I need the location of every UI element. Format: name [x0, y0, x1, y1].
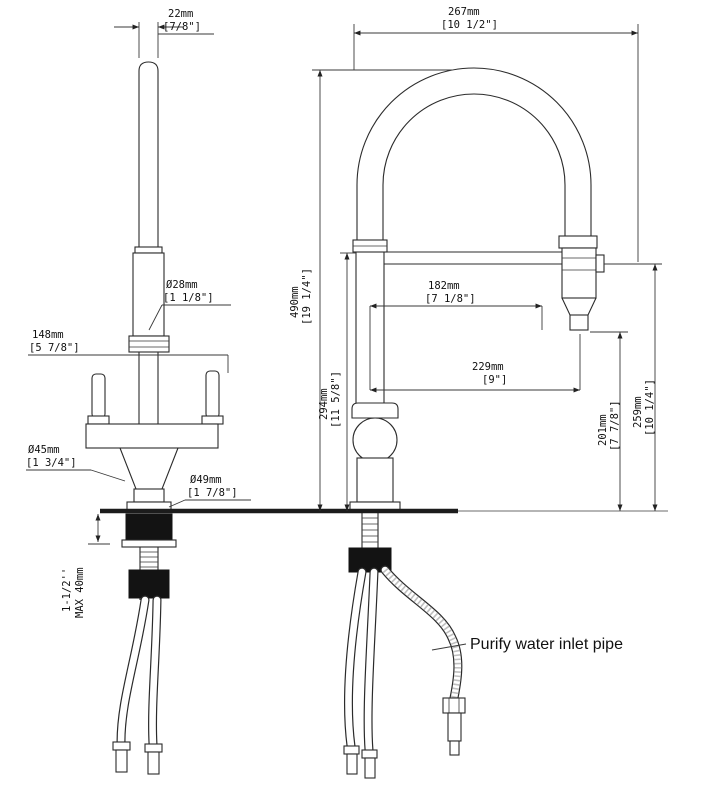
side-pipe-nut [128, 335, 170, 353]
dim-229mm-label: 229mm [472, 361, 504, 373]
dim-22mm-label: 22mm [168, 8, 193, 20]
dim-base-diameter: Ø49mm [1 7/8"] [168, 474, 251, 508]
dim-top-reach: 267mm [10 1/2"] [353, 6, 639, 262]
side-spout-pipe [138, 61, 159, 247]
spout-arm [384, 251, 562, 265]
dim-490mm-label: 490mm [289, 286, 301, 318]
spray-head-taper [561, 297, 597, 316]
dim-45mm-label: Ø45mm [28, 444, 60, 456]
side-body-cone [119, 447, 179, 490]
side-mounting-nut [128, 569, 170, 599]
side-body-base [133, 488, 165, 503]
dim-148mm-inch-label: [5 7/8"] [29, 342, 80, 354]
dim-182mm-label: 182mm [428, 280, 460, 292]
front-hose-left-connector [343, 745, 360, 755]
side-mounting-flange [125, 513, 173, 541]
side-left-lever [91, 373, 106, 419]
purify-water-inlet-pipe-label: Purify water inlet pipe [470, 636, 623, 653]
dim-deck-thickness-inch-label: 1-1/2'' [61, 568, 73, 612]
ball-joint [352, 417, 398, 463]
dim-148mm-label: 148mm [32, 329, 64, 341]
front-handle [351, 402, 399, 419]
dim-head-height: 259mm [10 1/4"] [604, 263, 662, 511]
dim-201mm-inch-label: [7 7/8"] [609, 400, 621, 451]
dim-49mm-label: Ø49mm [190, 474, 222, 486]
purify-water-inlet-pipe [380, 565, 466, 756]
dim-267mm-inch-label: [10 1/2"] [441, 19, 498, 31]
gooseneck-outer [356, 67, 592, 240]
front-hose-middle-connector [361, 749, 378, 759]
side-right-lever-base [201, 415, 224, 425]
side-hose-left-connector [112, 741, 131, 751]
purify-pipe-fitting [442, 697, 466, 714]
dim-overall-height: 490mm [19 1/4"] [289, 69, 452, 511]
dim-outlet-height: 201mm [7 7/8"] [590, 331, 628, 511]
dim-spout-pipe-height: 294mm [11 5/8"] [318, 252, 356, 511]
dim-294mm-label: 294mm [318, 388, 330, 420]
front-view-faucet [343, 67, 605, 779]
side-hose-right-connector [144, 743, 163, 753]
side-right-lever [205, 370, 220, 419]
side-left-lever-base [87, 415, 110, 425]
spray-nozzle [569, 314, 589, 331]
side-washer [121, 539, 177, 548]
dim-229mm-inch-label: [9"] [482, 374, 507, 386]
spray-head-collar [558, 235, 598, 249]
dim-head-offset: 182mm [7 1/8"] [369, 280, 543, 390]
dim-259mm-inch-label: [10 1/4"] [644, 379, 656, 436]
dim-28mm-label: Ø28mm [166, 279, 198, 291]
dim-294mm-inch-label: [11 5/8"] [330, 371, 342, 428]
spray-head-clip [595, 254, 605, 273]
dim-body-diameter: Ø45mm [1 3/4"] [26, 444, 126, 482]
dimension-annotations: 22mm [7/8"] 267mm [10 1/2"] Ø28mm [1 1/8… [26, 6, 662, 653]
purify-callout: Purify water inlet pipe [431, 636, 623, 653]
dim-45mm-inch-label: [1 3/4"] [26, 457, 77, 469]
dim-pipe-diameter: Ø28mm [1 1/8"] [148, 279, 231, 331]
side-body-arm [85, 423, 219, 449]
dim-spout-width: 22mm [7/8"] [114, 8, 214, 58]
front-body [356, 457, 394, 503]
dim-deck-thickness: 1-1/2'' MAX 40mm [61, 514, 110, 618]
dim-28mm-inch-label: [1 1/8"] [163, 292, 214, 304]
spray-head-body [561, 247, 597, 299]
dim-201mm-label: 201mm [597, 414, 609, 446]
purify-leader-line [431, 643, 467, 651]
riser-pipe [355, 252, 385, 403]
dim-22mm-inch-label: [7/8"] [163, 21, 201, 33]
dim-spout-reach: 229mm [9"] [370, 334, 581, 393]
dim-267mm-label: 267mm [448, 6, 480, 18]
dim-259mm-label: 259mm [632, 396, 644, 428]
side-spout-collar [134, 246, 163, 254]
dim-deck-thickness-mm-label: MAX 40mm [74, 567, 86, 618]
dim-182mm-inch-label: [7 1/8"] [425, 293, 476, 305]
dim-49mm-inch-label: [1 7/8"] [187, 487, 238, 499]
gooseneck-inner [382, 93, 566, 252]
dim-side-reach: 148mm [5 7/8"] [28, 329, 229, 373]
side-upper-pipe [132, 252, 165, 337]
side-view-faucet [85, 61, 224, 775]
dim-490mm-inch-label: [19 1/4"] [301, 268, 313, 325]
